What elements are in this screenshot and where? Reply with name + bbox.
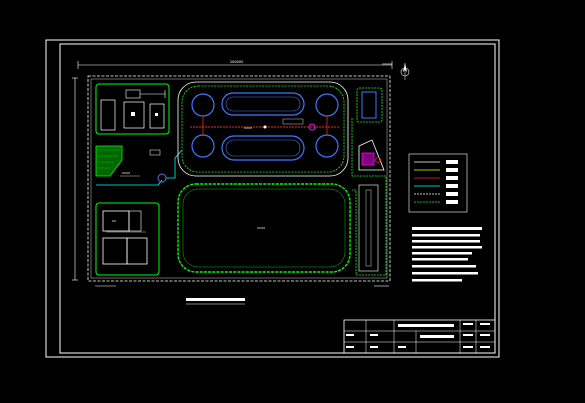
top-dimension: 260000: [77, 60, 393, 69]
office-building: [95, 83, 170, 135]
site-boundary: [87, 75, 391, 282]
svg-text:XXXX: XXXX: [244, 126, 252, 130]
pond-label: XXXX: [257, 226, 265, 230]
left-dimension: [72, 77, 78, 281]
oxidation-ditch-complex: XXXX: [177, 81, 349, 177]
plan-title: [186, 298, 245, 305]
top-dimension-text: 260000: [230, 60, 243, 64]
legend: [408, 153, 468, 213]
drawing-border: [59, 43, 496, 354]
green-lawn-area: [95, 145, 123, 177]
storage-pond: XXXX: [177, 183, 351, 273]
inlet-pipeline: XXXX: [96, 149, 183, 186]
sheet-frame: [45, 39, 500, 358]
right-facility: [351, 87, 387, 276]
title-block: [343, 319, 496, 354]
building-label: XX: [112, 219, 116, 223]
lower-left-building: XX: [95, 202, 160, 276]
north-arrow-icon: [400, 63, 410, 80]
pump-label: XXXX: [122, 171, 130, 175]
notes-block: [412, 227, 482, 282]
